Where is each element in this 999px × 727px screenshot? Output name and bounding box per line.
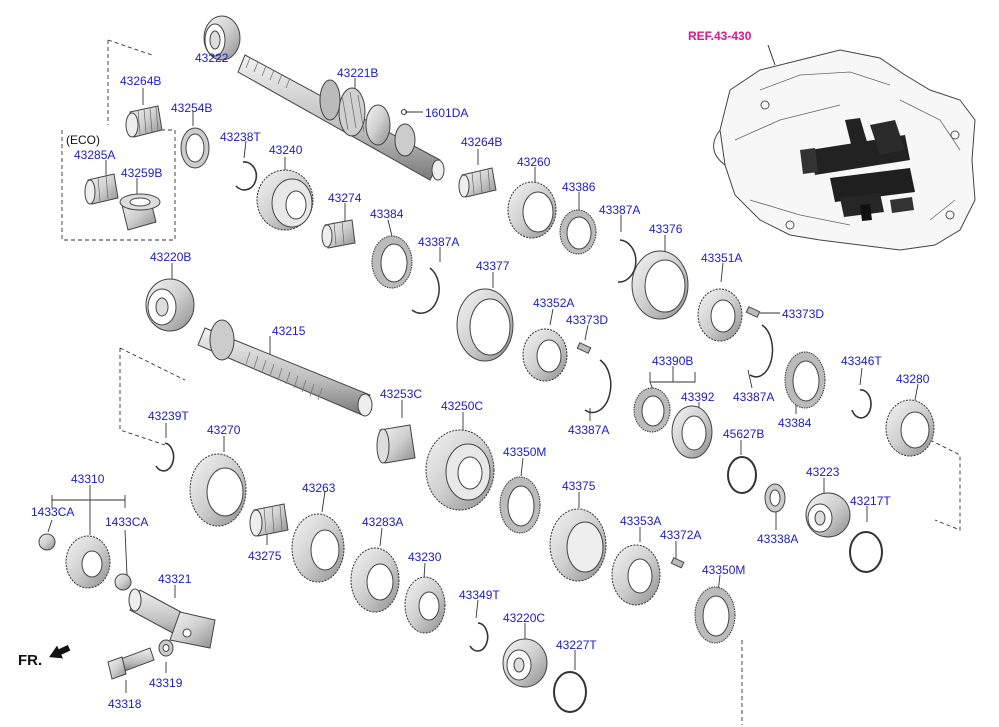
part-43275[interactable]: 43275 [248,549,282,563]
part-43227T[interactable]: 43227T [556,638,597,652]
part-43319[interactable]: 43319 [149,676,183,690]
part-43321[interactable]: 43321 [158,572,192,586]
part-43352A[interactable]: 43352A [533,296,575,310]
part-43318[interactable]: 43318 [108,697,142,711]
part-45627B[interactable]: 45627B [723,427,765,441]
part-43350M-1[interactable]: 43350M [503,445,547,459]
part-43372A[interactable]: 43372A [660,528,702,542]
ref-label[interactable]: REF.43-430 [688,29,752,43]
part-43387A-1[interactable]: 43387A [599,203,641,217]
part-43392[interactable]: 43392 [681,390,715,404]
part-43310[interactable]: 43310 [71,472,105,486]
part-43217T[interactable]: 43217T [850,494,891,508]
part-43254B[interactable]: 43254B [171,101,213,115]
part-43238T[interactable]: 43238T [220,130,261,144]
part-43264B-top[interactable]: 43264B [120,74,162,88]
part-43253C[interactable]: 43253C [380,387,423,401]
part-43270[interactable]: 43270 [207,423,241,437]
part-43215[interactable]: 43215 [272,324,306,338]
part-43280[interactable]: 43280 [896,372,930,386]
part-43223[interactable]: 43223 [806,465,840,479]
part-43373D-2[interactable]: 43373D [782,307,825,321]
part-43376[interactable]: 43376 [649,222,683,236]
parts-drawing [38,15,935,713]
part-43386[interactable]: 43386 [562,180,596,194]
part-43260[interactable]: 43260 [517,155,551,169]
part-43221B[interactable]: 43221B [337,66,379,80]
part-43384-1[interactable]: 43384 [370,207,404,221]
part-43377[interactable]: 43377 [476,259,510,273]
part-43351A[interactable]: 43351A [701,251,743,265]
part-43387A-3[interactable]: 43387A [733,390,775,404]
part-43259B[interactable]: 43259B [121,166,163,180]
part-43353A[interactable]: 43353A [620,514,662,528]
part-43274[interactable]: 43274 [328,191,362,205]
part-43239T[interactable]: 43239T [148,409,189,423]
eco-label: (ECO) [66,133,100,147]
part-43387A-4[interactable]: 43387A [568,423,610,437]
part-1601DA[interactable]: 1601DA [425,106,469,120]
part-1433CA-2[interactable]: 1433CA [105,515,149,529]
part-43230[interactable]: 43230 [408,550,442,564]
part-1433CA-1[interactable]: 1433CA [31,505,75,519]
front-direction-label: FR. [18,652,43,669]
part-43349T[interactable]: 43349T [459,588,500,602]
part-43346T[interactable]: 43346T [841,354,882,368]
transmission-case-image [713,49,976,251]
part-43240[interactable]: 43240 [269,143,303,157]
part-43250C[interactable]: 43250C [441,399,484,413]
part-43263[interactable]: 43263 [302,481,336,495]
part-43222[interactable]: 43222 [195,51,229,65]
part-43384-2[interactable]: 43384 [778,416,812,430]
part-43350M-2[interactable]: 43350M [702,563,746,577]
part-43283A[interactable]: 43283A [362,515,404,529]
part-43373D-1[interactable]: 43373D [566,313,609,327]
part-43387A-2[interactable]: 43387A [418,235,460,249]
part-43220C[interactable]: 43220C [503,611,546,625]
part-43285A[interactable]: 43285A [74,148,116,162]
leader-lines [47,39,961,725]
part-43220B[interactable]: 43220B [150,250,192,264]
part-43264B-mid[interactable]: 43264B [461,135,503,149]
part-43338A[interactable]: 43338A [757,532,799,546]
part-43375[interactable]: 43375 [562,479,596,493]
part-43390B[interactable]: 43390B [652,354,694,368]
